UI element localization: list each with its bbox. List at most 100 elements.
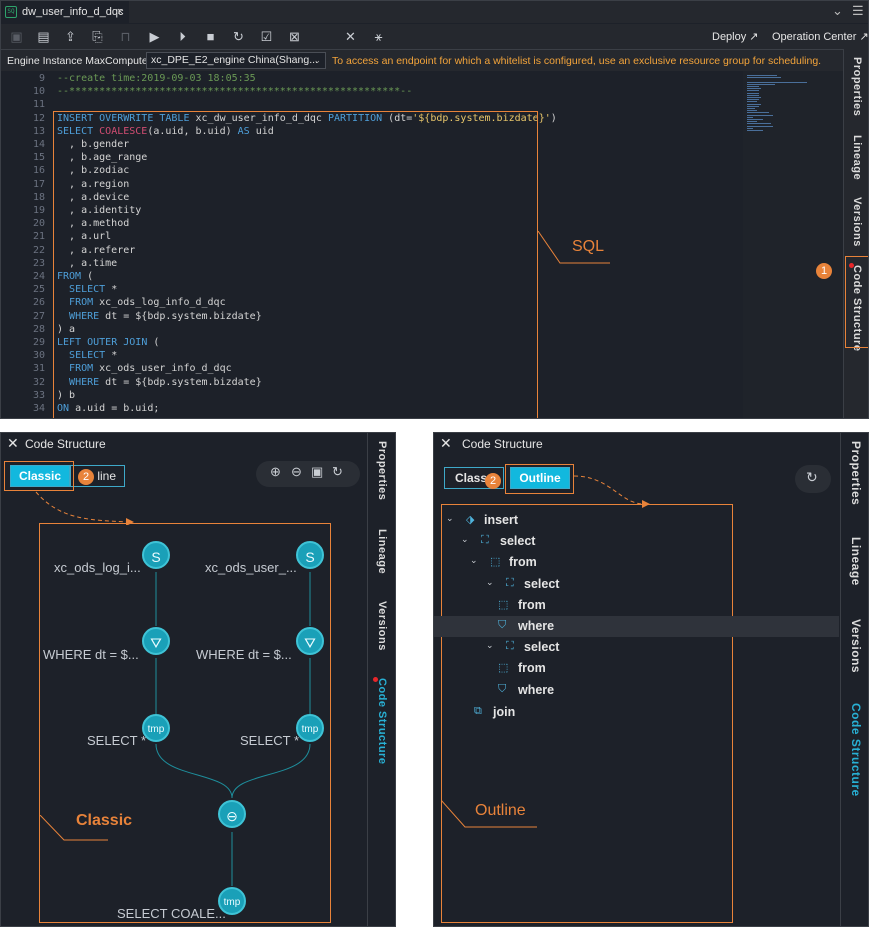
tree-item-select[interactable]: ⌄⛶select: [434, 574, 839, 595]
tab-properties[interactable]: Properties: [849, 441, 863, 506]
lock-icon[interactable]: ⊓: [120, 29, 131, 44]
tab-code-structure[interactable]: Code Structure: [376, 678, 388, 765]
tab-properties[interactable]: Properties: [376, 441, 388, 501]
tree-item-from[interactable]: ⬚from: [434, 658, 839, 679]
refresh-icon[interactable]: ↻: [806, 469, 818, 485]
tmp-node-final[interactable]: tmp: [218, 887, 246, 915]
save-all-icon[interactable]: ▤: [37, 29, 50, 44]
code-line: WHERE dt = ${bdp.system.bizdate}: [69, 310, 262, 322]
stop-icon[interactable]: ■: [206, 29, 215, 44]
steal-lock-icon[interactable]: ⎘: [92, 29, 103, 44]
line-number: 12: [32, 112, 45, 124]
code-line: , b.age_range: [57, 152, 148, 164]
tree-item-where[interactable]: ⛉where: [434, 616, 839, 637]
funnel-icon: ⛛: [150, 635, 162, 651]
tree-item-from[interactable]: ⬚from: [434, 595, 839, 616]
close-icon[interactable]: ✕: [440, 435, 452, 451]
minimap-line: [747, 127, 753, 129]
tree-item-join[interactable]: ⧉join: [434, 702, 839, 723]
classic-toggle[interactable]: Classic: [10, 465, 70, 487]
fit-screen-icon[interactable]: ▣: [311, 464, 324, 479]
caret-down-icon[interactable]: ⌄: [470, 555, 478, 565]
tools-icon[interactable]: ✕: [345, 29, 356, 44]
outline-toggle[interactable]: line: [70, 465, 125, 487]
classic-toggle[interactable]: Class: [444, 467, 504, 489]
deploy-button[interactable]: Deploy ↗: [712, 31, 759, 43]
caret-down-icon[interactable]: ⌄: [486, 640, 494, 650]
sql-editor-window: SQ dw_user_info_d_dqc × ⌄ ☰ ▣ ▤ ⇪ ⎘ ⊓ ▶ …: [0, 0, 869, 419]
chevron-down-circle-icon[interactable]: ⌄: [832, 3, 843, 18]
operation-center-button[interactable]: Operation Center ↗: [772, 31, 869, 43]
chevron-down-icon: ⌄: [313, 55, 321, 65]
caret-down-icon[interactable]: ⌄: [461, 534, 469, 544]
refresh-icon[interactable]: ↻: [233, 29, 244, 44]
source-label-right: xc_ods_user_...: [205, 560, 297, 575]
line-number: 21: [32, 231, 45, 243]
tab-properties[interactable]: Properties: [851, 57, 863, 117]
minimap-line: [747, 103, 761, 105]
step-badge-2: 2: [485, 473, 501, 489]
line-number: 33: [32, 389, 45, 401]
source-node-right[interactable]: S: [296, 541, 324, 569]
tab-versions[interactable]: Versions: [849, 619, 863, 674]
tab-lineage[interactable]: Lineage: [849, 537, 863, 586]
source-node-left[interactable]: S: [142, 541, 170, 569]
refresh-icon[interactable]: ↻: [332, 464, 343, 479]
check-icon[interactable]: ⊠: [289, 29, 300, 44]
zoom-out-icon[interactable]: ⊖: [291, 464, 302, 479]
hamburger-menu-icon[interactable]: ☰: [852, 3, 864, 18]
tree-item-where[interactable]: ⛉where: [434, 680, 839, 701]
format-icon[interactable]: ☑: [260, 29, 273, 44]
share-icon[interactable]: ⚹: [374, 29, 383, 44]
code-minimap[interactable]: [743, 71, 843, 418]
engine-select[interactable]: xc_DPE_E2_engine China(Shang... ⌄: [146, 52, 326, 69]
sql-file-icon: SQ: [5, 6, 17, 18]
save-icon[interactable]: ▣: [10, 29, 23, 44]
tab-versions[interactable]: Versions: [851, 197, 863, 247]
code-line: --create time:2019-09-03 18:05:35: [57, 73, 256, 84]
minimap-line: [747, 112, 769, 114]
code-line: WHERE dt = ${bdp.system.bizdate}: [69, 376, 262, 388]
tree-item-label: where: [518, 619, 555, 633]
tmp-node-left[interactable]: tmp: [142, 714, 170, 742]
code-line: , a.referer: [57, 244, 136, 256]
join-icon: ⧉: [474, 705, 482, 717]
code-line: --**************************************…: [57, 86, 413, 98]
run-icon[interactable]: ▶: [149, 29, 160, 44]
editor-toolbar: ▣ ▤ ⇪ ⎘ ⊓ ▶ ⏵ ■ ↻ ☑ ⊠ ✕ ⚹ Deploy ↗ Opera…: [1, 23, 869, 49]
refresh-button[interactable]: [795, 465, 831, 493]
file-tab[interactable]: SQ dw_user_info_d_dqc ×: [1, 1, 129, 23]
tree-item-select[interactable]: ⌄⛶select: [434, 531, 839, 552]
caret-down-icon[interactable]: ⌄: [446, 513, 454, 523]
minimap-line: [747, 75, 777, 76]
tab-code-structure[interactable]: Code Structure: [851, 265, 863, 352]
tab-code-structure[interactable]: Code Structure: [849, 703, 863, 797]
filter-node-right[interactable]: ⛛: [296, 627, 324, 655]
tab-versions[interactable]: Versions: [376, 601, 388, 651]
join-node[interactable]: ⊖: [218, 800, 246, 828]
classic-side-tabs: Properties Lineage Versions Code Structu…: [367, 433, 395, 926]
outline-toggle[interactable]: Outline: [510, 467, 570, 489]
close-icon[interactable]: ✕: [7, 435, 19, 451]
close-tab-icon[interactable]: ×: [117, 6, 124, 18]
filter-node-left[interactable]: ⛛: [142, 627, 170, 655]
tree-item-select[interactable]: ⌄⛶select: [434, 637, 839, 658]
tab-lineage[interactable]: Lineage: [376, 529, 388, 575]
code-line: ON a.uid = b.uid;: [57, 403, 160, 414]
notification-dot: [373, 677, 378, 682]
filter-icon: ⛉: [498, 683, 507, 695]
panel-title: Code Structure: [25, 437, 106, 451]
run-with-params-icon[interactable]: ⏵: [179, 29, 186, 44]
caret-down-icon[interactable]: ⌄: [486, 577, 494, 587]
select-label-left: SELECT *: [87, 733, 147, 748]
tree-item-label: select: [524, 577, 560, 591]
minimap-line: [747, 86, 759, 87]
submit-icon[interactable]: ⇪: [65, 29, 76, 44]
tree-item-from[interactable]: ⌄⬚from: [434, 552, 839, 573]
tab-lineage[interactable]: Lineage: [851, 135, 863, 181]
code-structure-highlight: [845, 256, 868, 348]
zoom-in-icon[interactable]: ⊕: [270, 464, 281, 479]
tree-item-insert[interactable]: ⌄⬗insert: [434, 510, 839, 531]
tmp-node-right[interactable]: tmp: [296, 714, 324, 742]
